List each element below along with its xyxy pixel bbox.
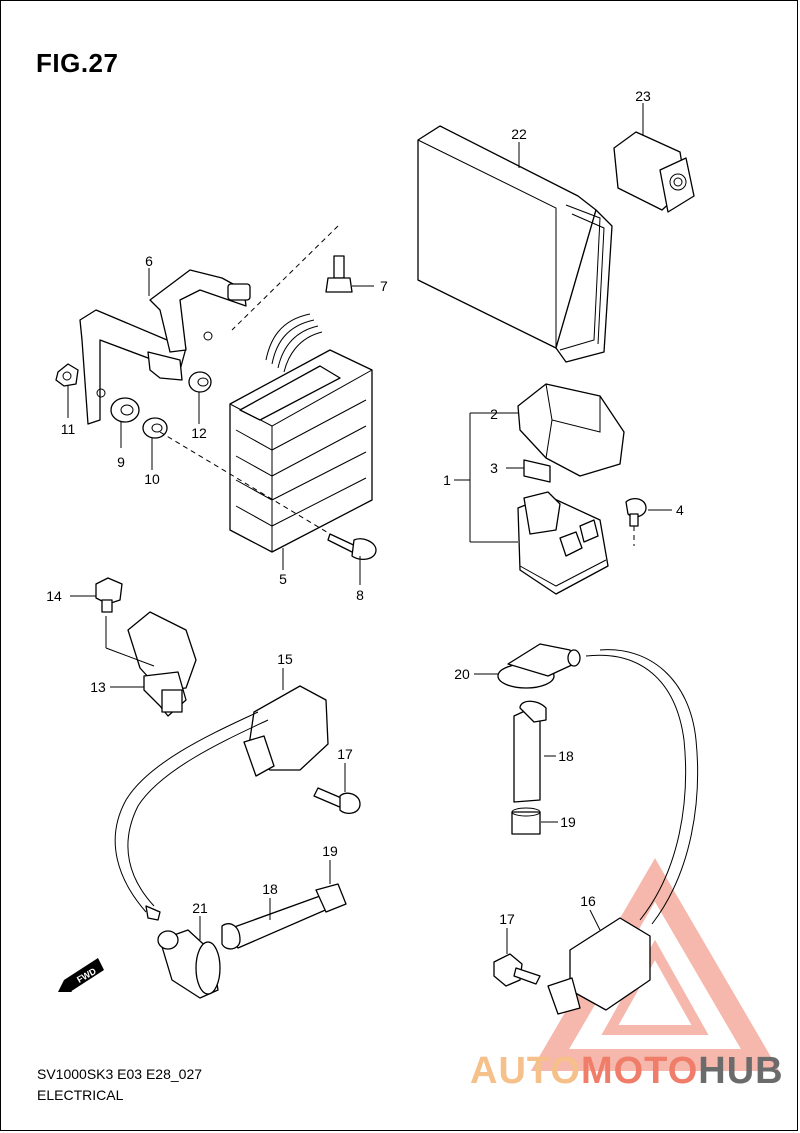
- callout-2: 2: [490, 406, 498, 422]
- callout-20: 20: [454, 666, 470, 682]
- callout-17-upper: 17: [337, 746, 353, 762]
- collar-10: [142, 417, 168, 439]
- ignition-coil-15: [114, 685, 329, 921]
- fuse-3: [523, 459, 551, 483]
- watermark-part3: HUB: [698, 1050, 784, 1092]
- callout-4: 4: [676, 502, 684, 518]
- callout-19-left: 19: [322, 843, 338, 859]
- watermark-part1: AUTO: [470, 1050, 581, 1092]
- callout-15: 15: [277, 651, 293, 667]
- sensor-13: [127, 611, 197, 717]
- grommet-9: [110, 397, 140, 423]
- bolt-17b: [493, 953, 541, 987]
- plug-cap-20: [497, 643, 581, 689]
- callout-7: 7: [380, 278, 388, 294]
- figure-title: FIG.27: [36, 48, 119, 78]
- boot-19a: [511, 807, 541, 835]
- callout-8: 8: [356, 587, 364, 603]
- callout-labels: 23 22 6 7 2 3 1 4 5 8 9 10 11 12 14 13 1…: [46, 88, 684, 927]
- bracket-6: [79, 269, 251, 425]
- ecm-unit: [417, 125, 613, 363]
- watermark-logo: AUTOMOTOHUB: [470, 1050, 784, 1093]
- category-label: ELECTRICAL: [37, 1087, 124, 1103]
- callout-16: 16: [580, 893, 596, 909]
- plug-lead-18a: [513, 700, 547, 803]
- callout-1: 1: [443, 472, 451, 488]
- starter-relay-1: [517, 491, 609, 595]
- callout-3: 3: [490, 460, 498, 476]
- callout-18-left: 18: [262, 881, 278, 897]
- callout-14: 14: [46, 588, 62, 604]
- callout-23: 23: [635, 88, 651, 104]
- callout-21: 21: [192, 900, 208, 916]
- bolt-8: [327, 533, 377, 561]
- callout-10: 10: [144, 471, 160, 487]
- plug-cap-21: [157, 929, 221, 999]
- watermark-part2: MOTO: [580, 1050, 699, 1092]
- ignition-coil-16: [547, 649, 699, 1015]
- callout-22: 22: [511, 126, 527, 142]
- forward-direction-badge: FWD: [58, 958, 104, 992]
- plug-lead-18b: [221, 895, 331, 950]
- leader-lines: [67, 103, 672, 954]
- callout-12: 12: [191, 425, 207, 441]
- bolt-17a: [313, 787, 361, 815]
- callout-19-right: 19: [560, 814, 576, 830]
- model-code: SV1000SK3 E03 E28_027: [37, 1066, 203, 1082]
- nut-11: [55, 363, 79, 387]
- screw-4: [625, 497, 647, 527]
- boot-19b: [315, 883, 347, 913]
- callout-18-right: 18: [558, 748, 574, 764]
- connector-23: [613, 131, 695, 213]
- bolt-7: [325, 255, 353, 293]
- grommet-12: [188, 371, 212, 393]
- callout-13: 13: [90, 679, 106, 695]
- callout-5: 5: [279, 571, 287, 587]
- bolt-14: [95, 577, 123, 613]
- callout-6: 6: [145, 253, 153, 269]
- callout-9: 9: [117, 454, 125, 470]
- callout-17-lower: 17: [499, 911, 515, 927]
- callout-11: 11: [61, 421, 76, 437]
- regulator-5: [229, 313, 373, 553]
- relay-cover-2: [517, 383, 625, 477]
